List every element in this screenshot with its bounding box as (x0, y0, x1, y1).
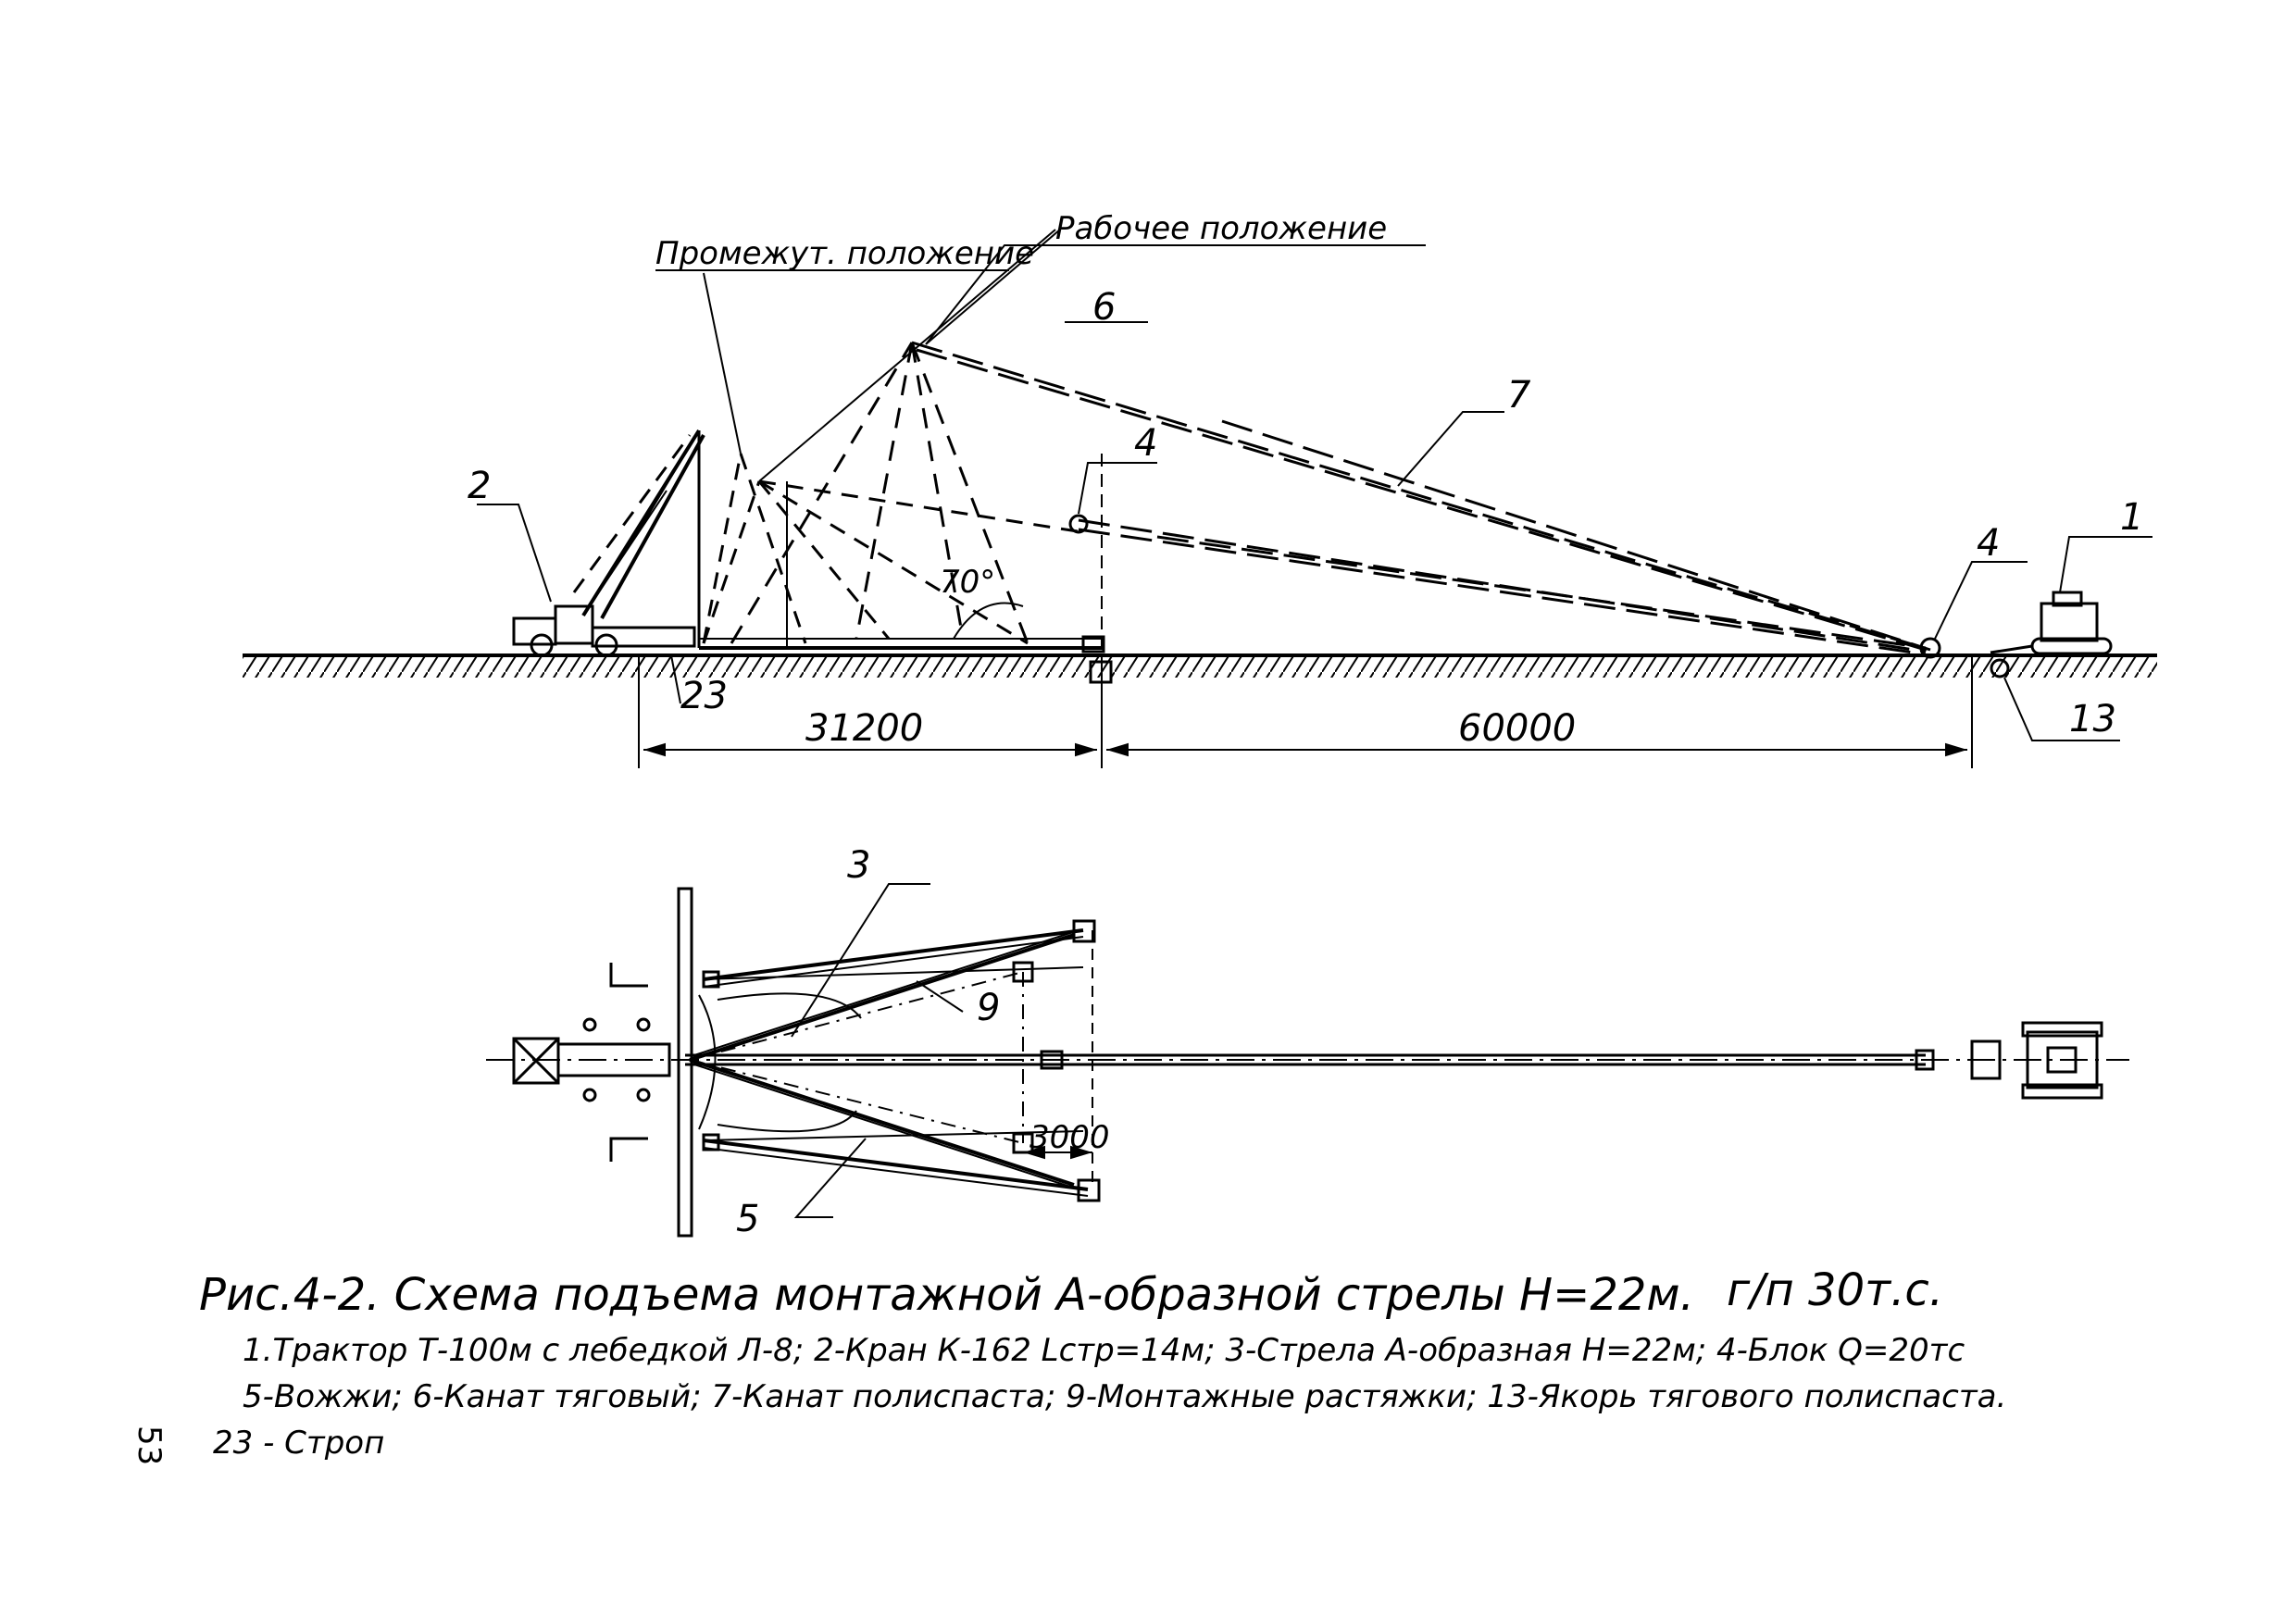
legend-line-1: 1.Трактор Т-100м с лебедкой Л-8; 2-Кран … (243, 1332, 1965, 1369)
callout-7: 7 (1507, 374, 1531, 417)
dimension-31200: 31200 (805, 707, 923, 750)
boom-base-beam (677, 887, 693, 1238)
crane-plan (512, 1017, 671, 1102)
anchor-13 (1990, 658, 2010, 678)
dimension-3000: 3000 (1029, 1119, 1110, 1156)
label-working-position: Рабочее положение (1055, 210, 1387, 247)
callout-4-upper: 4 (1134, 422, 1157, 465)
angle-arc (953, 602, 1024, 640)
callout-1: 1 (2120, 496, 2143, 539)
tractor-t100 (1990, 591, 2113, 678)
legend-line-3: 23 - Строп (213, 1425, 384, 1462)
crane-k162 (512, 429, 705, 657)
callout-leaders (477, 229, 2152, 741)
callout-13: 13 (2069, 698, 2116, 741)
page-number: 53 (131, 1425, 168, 1465)
elevation-view (243, 229, 2157, 768)
plan-callout-leaders (791, 883, 964, 1218)
callout-2: 2 (468, 465, 491, 507)
ground-hatch (243, 657, 2157, 678)
callout-9: 9 (977, 987, 1000, 1029)
traction-ropes (911, 341, 1936, 656)
working-position-lines (730, 342, 1029, 644)
tractor-plan (2021, 1021, 2103, 1100)
label-angle: 70° (940, 564, 995, 601)
dimension-60000: 60000 (1458, 707, 1576, 750)
callout-5: 5 (736, 1198, 759, 1240)
caption-title: Рис.4-2. Схема подъема монтажной А-образ… (199, 1269, 1694, 1321)
callout-23: 23 (680, 675, 728, 717)
dimension-lines (638, 454, 1973, 768)
caption-capacity: г/п 30т.с. (1727, 1264, 1943, 1316)
block-4-upper (1068, 514, 1089, 534)
intermediate-position-lines (702, 453, 1084, 645)
rigging-lines (689, 930, 1093, 1189)
block-4-lower (1919, 637, 1941, 659)
callout-4-lower: 4 (1977, 522, 2000, 565)
callout-3: 3 (847, 844, 870, 887)
label-intermediate-position: Промежут. положение (655, 235, 1034, 272)
plan-view (486, 883, 2129, 1238)
reins (698, 992, 862, 1133)
legend-line-2: 5-Вожжи; 6-Канат тяговый; 7-Канат полисп… (243, 1378, 2006, 1415)
